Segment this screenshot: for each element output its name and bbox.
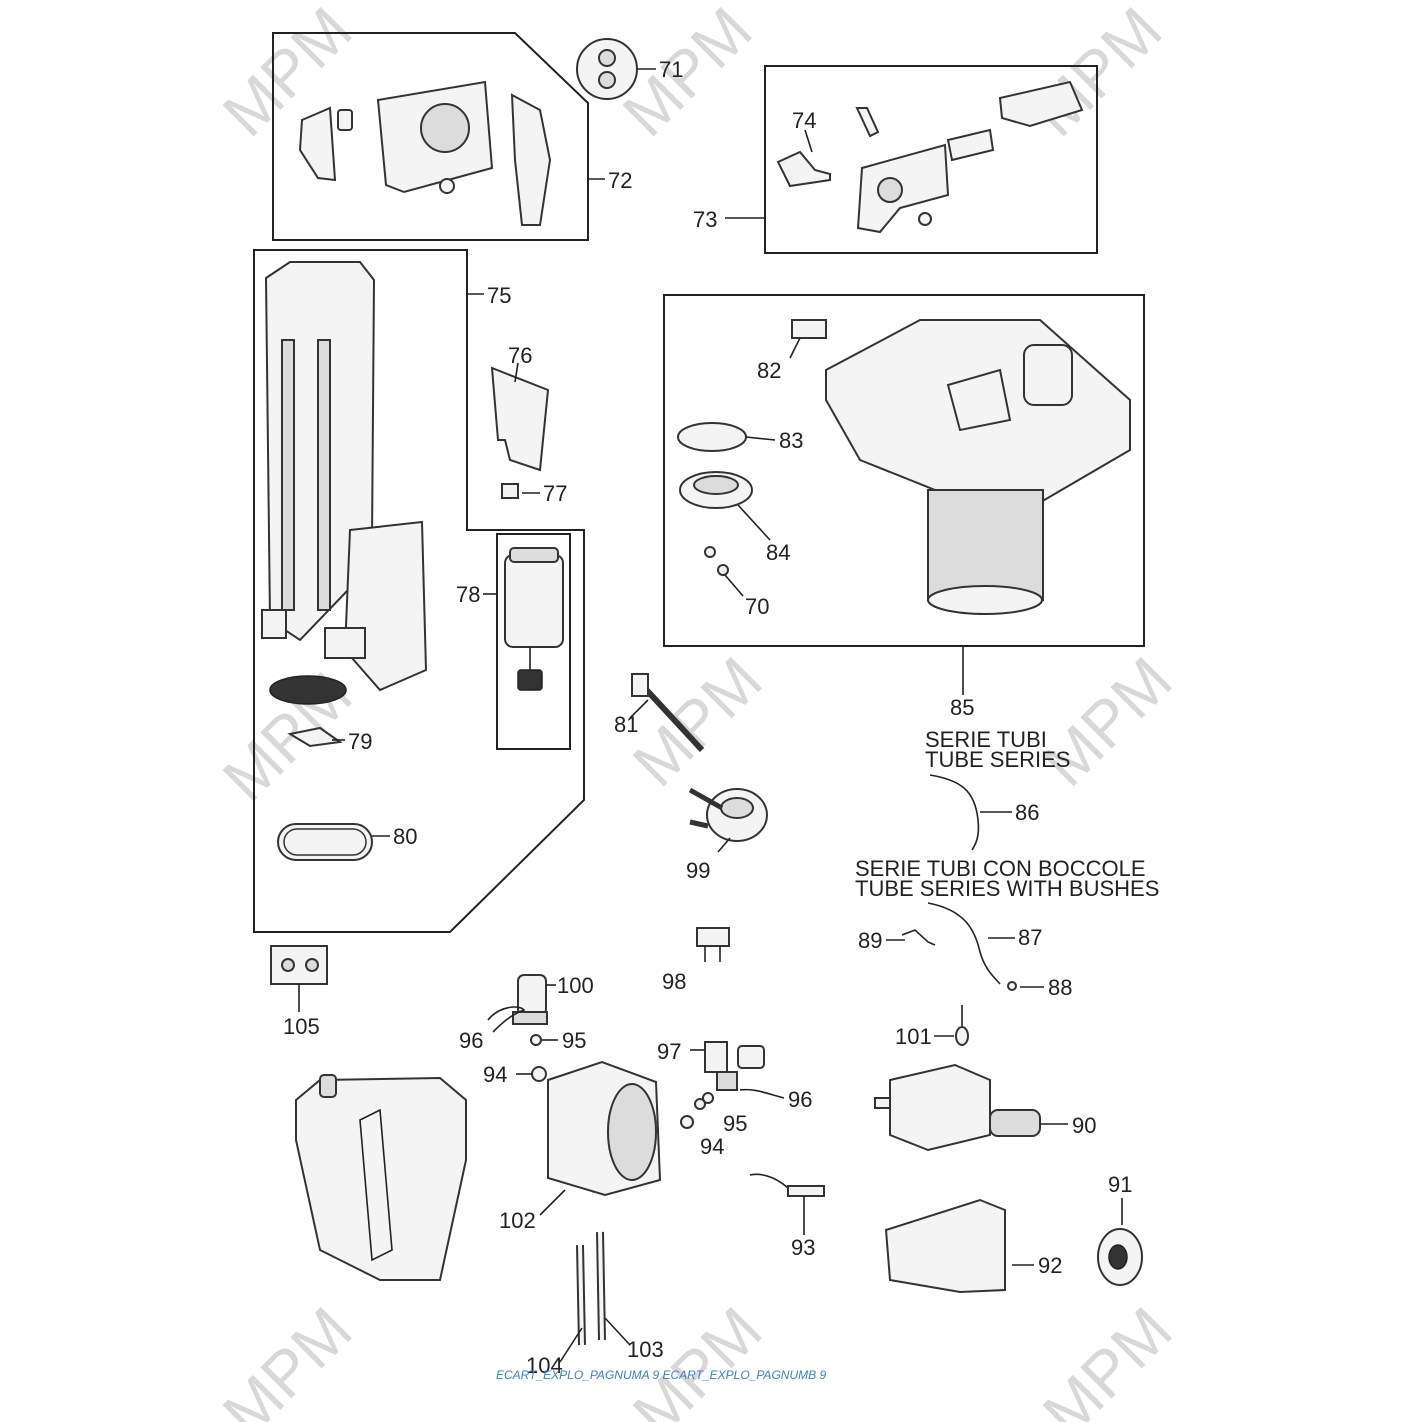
callout-98: 98 xyxy=(662,969,686,994)
caption-bushes-it: SERIE TUBI CON BOCCOLE xyxy=(855,856,1146,881)
callout-72: 72 xyxy=(608,168,632,193)
part-102-boiler xyxy=(539,1060,662,1216)
part-95-washer-a xyxy=(530,1034,558,1046)
callout-81: 81 xyxy=(614,712,638,737)
part-100-connector xyxy=(512,974,556,1025)
callout-74: 74 xyxy=(792,108,816,133)
frame-73 xyxy=(764,65,1098,254)
caption-bushes-en: TUBE SERIES WITH BUSHES xyxy=(855,876,1159,901)
callout-97: 97 xyxy=(657,1039,681,1064)
callout-99: 99 xyxy=(686,858,710,883)
part-103-104-rods xyxy=(559,1231,631,1363)
callout-90: 90 xyxy=(1072,1113,1096,1138)
part-95-washer-b xyxy=(694,1092,714,1110)
part-80-belt xyxy=(277,823,390,861)
group-frames xyxy=(253,32,1145,933)
callout-102: 102 xyxy=(499,1208,536,1233)
part-90-pump xyxy=(874,1063,1068,1152)
part-87-tube xyxy=(927,902,1015,985)
callout-101: 101 xyxy=(895,1024,932,1049)
callout-76: 76 xyxy=(508,343,532,368)
part-72-assembly xyxy=(298,80,605,226)
callout-84: 84 xyxy=(766,540,790,565)
watermark: MPM xyxy=(1029,643,1185,799)
callout-103: 103 xyxy=(627,1337,664,1362)
callout-100: 100 xyxy=(557,973,594,998)
watermark: MPM xyxy=(619,643,775,799)
lower-left-frame-part xyxy=(295,1074,467,1281)
callout-85: 85 xyxy=(950,695,974,720)
callout-93: 93 xyxy=(791,1235,815,1260)
callout-87: 87 xyxy=(1018,925,1042,950)
callout-95: 95 xyxy=(562,1028,586,1053)
part-85-brew-unit xyxy=(677,319,1131,695)
part-75-assembly xyxy=(261,261,484,705)
part-92-bracket xyxy=(884,1198,1034,1294)
part-86-tube xyxy=(929,774,1012,851)
callout-96: 96 xyxy=(459,1028,483,1053)
callout-75: 75 xyxy=(487,283,511,308)
callout-89: 89 xyxy=(858,928,882,953)
caption-tube-series-it: SERIE TUBI xyxy=(925,727,1047,752)
part-101-fuse xyxy=(934,1005,969,1046)
callout-91: 91 xyxy=(1108,1172,1132,1197)
callout-80: 80 xyxy=(393,824,417,849)
callout-82: 82 xyxy=(757,358,781,383)
callout-96: 96 xyxy=(788,1087,812,1112)
frame-72 xyxy=(272,32,589,241)
part-79-gasket xyxy=(287,726,345,748)
part-94-washer-b xyxy=(680,1115,694,1129)
callout-78: 78 xyxy=(456,582,480,607)
callout-95: 95 xyxy=(723,1111,747,1136)
part-73-assembly xyxy=(725,80,1084,234)
callout-86: 86 xyxy=(1015,800,1039,825)
caption-tube-series-en: TUBE SERIES xyxy=(925,747,1070,772)
part-99-valve xyxy=(688,787,768,853)
part-96-clip-b xyxy=(739,1088,785,1099)
callout-104: 104 xyxy=(526,1353,563,1378)
part-93-sensor xyxy=(749,1173,825,1235)
part-76-plate xyxy=(490,362,550,472)
callout-labels: 71 72 73 74 75 76 77 78 79 80 81 82 83 8… xyxy=(283,57,1159,1378)
callout-71: 71 xyxy=(659,57,683,82)
part-71-disc xyxy=(576,38,656,100)
part-77-switch xyxy=(501,483,540,499)
frame-85 xyxy=(663,294,1145,647)
callout-94: 94 xyxy=(700,1134,724,1159)
watermark: MPM xyxy=(1029,1293,1185,1422)
frame-75 xyxy=(253,249,585,933)
callout-70: 70 xyxy=(745,594,769,619)
callout-92: 92 xyxy=(1038,1253,1062,1278)
callout-77: 77 xyxy=(543,481,567,506)
part-88-ring xyxy=(1007,981,1044,991)
frame-78 xyxy=(496,533,571,750)
callout-88: 88 xyxy=(1048,975,1072,1000)
callout-83: 83 xyxy=(779,428,803,453)
part-97-valve xyxy=(690,1041,765,1091)
part-98-switch xyxy=(696,927,730,962)
part-96-clip-a xyxy=(487,1006,526,1033)
part-105-bracket xyxy=(270,945,328,1012)
callout-73: 73 xyxy=(693,207,717,232)
footer-reference: ECART_EXPLO_PAGNUMA 9 ECART_EXPLO_PAGNUM… xyxy=(496,1368,826,1382)
callout-94: 94 xyxy=(483,1062,507,1087)
callout-105: 105 xyxy=(283,1014,320,1039)
part-89-clip xyxy=(886,929,936,946)
part-81-pin xyxy=(629,673,705,753)
callout-79: 79 xyxy=(348,729,372,754)
part-91-damper xyxy=(1097,1198,1143,1286)
part-94-washer-a xyxy=(516,1066,547,1082)
part-78-motor xyxy=(483,547,564,691)
watermark: MPM xyxy=(209,1293,365,1422)
